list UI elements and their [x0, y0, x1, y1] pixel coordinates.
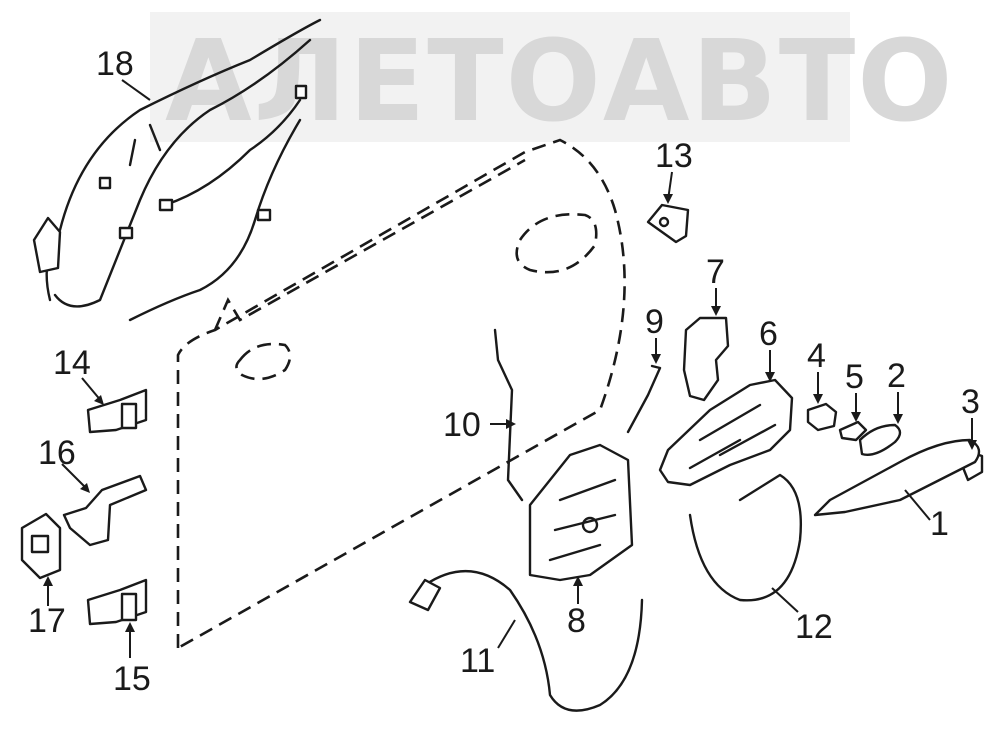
callout-16: 16: [38, 434, 76, 472]
callout-7: 7: [706, 253, 725, 291]
wiring-harness: [32, 18, 322, 322]
callout-18: 18: [96, 45, 134, 83]
callout-2: 2: [887, 357, 906, 395]
check-strap-16: [62, 474, 148, 547]
callout-11: 11: [460, 642, 495, 680]
callout-13: 13: [655, 137, 693, 175]
callout-12: 12: [795, 608, 833, 646]
cable-12: [688, 473, 802, 602]
outside-handle-1: [813, 438, 981, 517]
gasket-5: [838, 420, 868, 442]
callout-14: 14: [53, 344, 91, 382]
callout-1: 1: [930, 505, 949, 543]
door-outline: [176, 138, 626, 650]
watermark: АЛЕТОАВТО: [150, 12, 954, 147]
watermark-text: АЛЕТОАВТО: [165, 17, 954, 147]
lock-cylinder-4: [806, 402, 838, 432]
bracket-13: [646, 203, 690, 244]
handle-carrier-6: [658, 378, 794, 487]
shield-7: [682, 316, 730, 402]
callout-5: 5: [845, 358, 864, 396]
callouts: 1 2 3 4 5 6 7 8 9 10 11 12 13 14 15 16 1…: [28, 45, 980, 698]
leaders: [47, 79, 973, 658]
callout-9: 9: [645, 303, 664, 341]
rod-10: [493, 328, 524, 502]
callout-3: 3: [961, 383, 980, 421]
callout-15: 15: [113, 660, 151, 698]
hinge-14: [86, 388, 148, 434]
hinge-15: [86, 578, 148, 626]
plate-17: [20, 512, 62, 580]
latch-8: [528, 443, 634, 582]
gasket-2: [858, 423, 902, 456]
callout-8: 8: [567, 602, 586, 640]
callout-17: 17: [28, 602, 66, 640]
callout-4: 4: [807, 337, 826, 375]
cable-11: [408, 570, 644, 712]
callout-6: 6: [759, 315, 778, 353]
rod-9: [626, 364, 662, 434]
arrowheads: [43, 194, 977, 632]
callout-10: 10: [443, 406, 481, 444]
